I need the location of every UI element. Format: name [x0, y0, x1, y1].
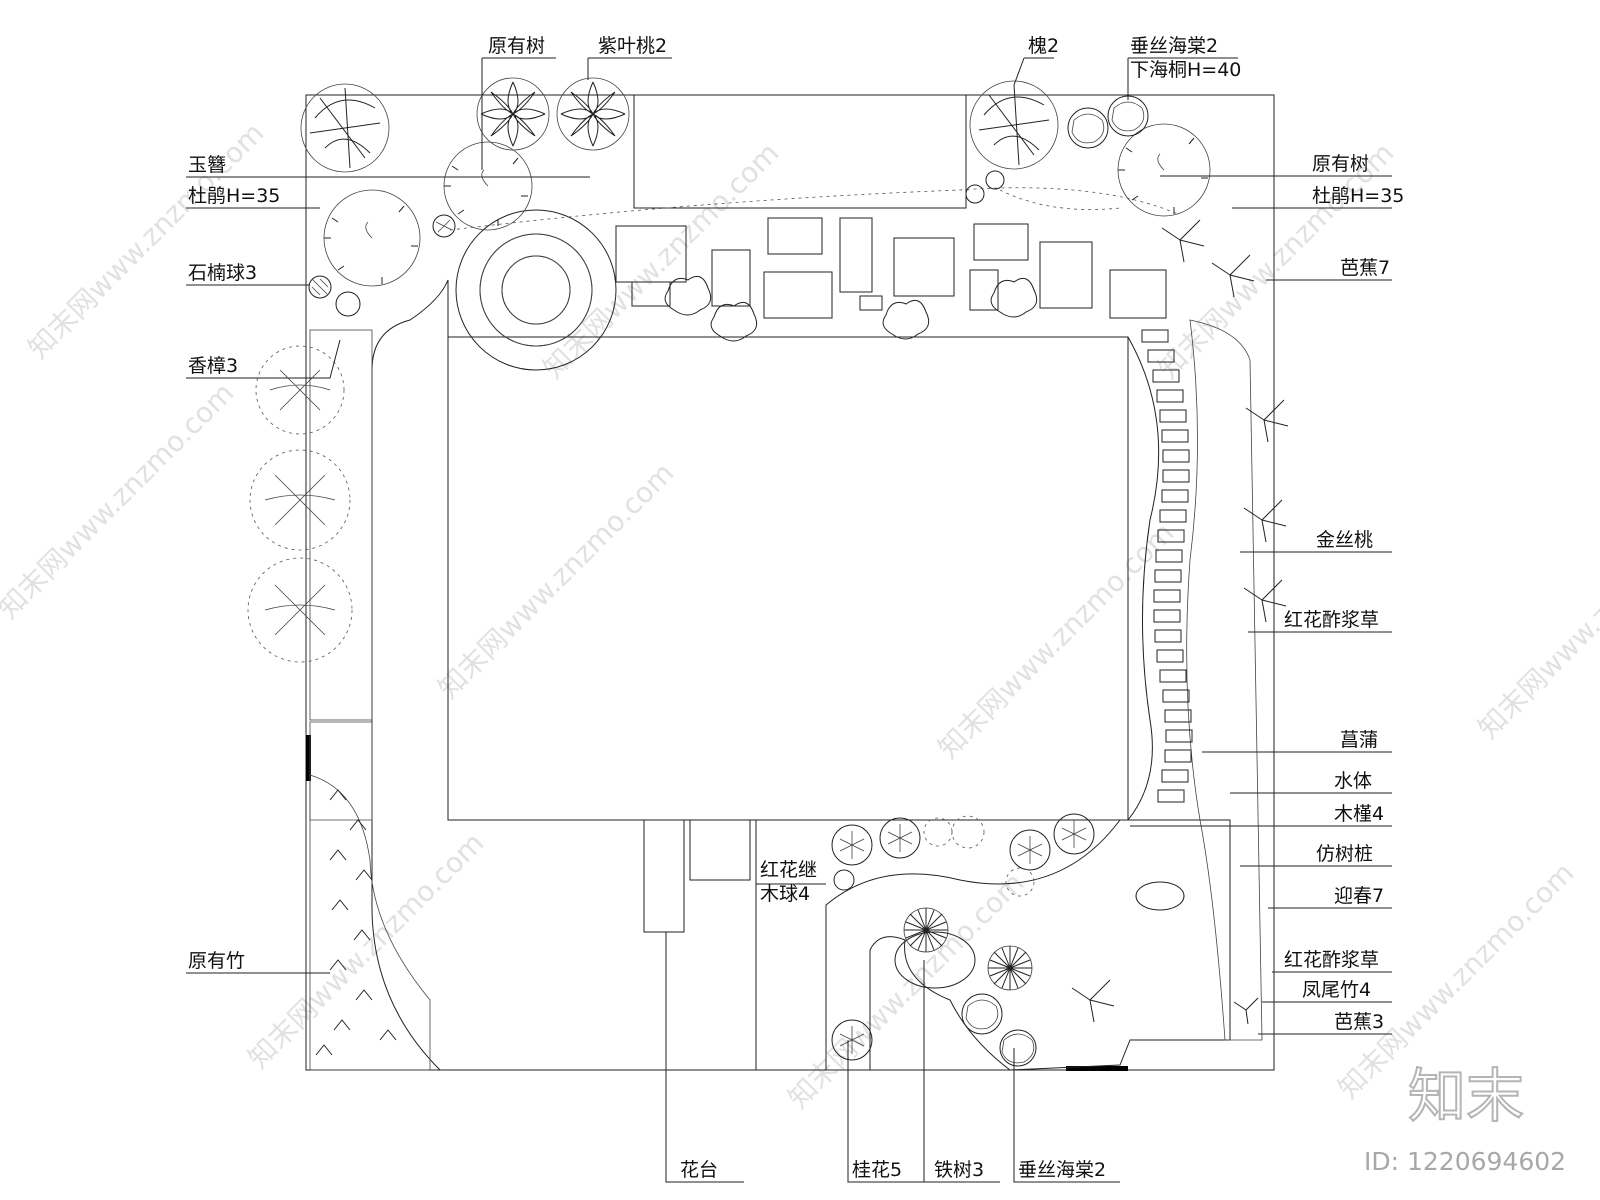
label-yuzan: 玉簪 — [188, 154, 226, 176]
watermark-text: 知末网www.znzmo.com — [782, 866, 1031, 1115]
flagstone-paving-southeast — [825, 819, 1231, 1071]
water-body — [1186, 319, 1263, 1041]
circular-plaza — [455, 209, 617, 371]
path-dashed — [449, 187, 1181, 231]
label-jinsitao: 金丝桃 — [1316, 529, 1373, 551]
label-chuisi-bottom: 垂丝海棠2 — [1018, 1159, 1106, 1181]
shrub-icon — [965, 170, 1005, 204]
label-honghua1: 红花酢浆草 — [1284, 609, 1379, 631]
label-mujin: 木槿4 — [1334, 803, 1384, 825]
tree-icon — [476, 77, 550, 151]
planting-island — [894, 931, 976, 989]
camphor-bed — [309, 329, 373, 721]
tree-symbols — [247, 77, 1289, 1067]
shrub-icon — [999, 1029, 1037, 1067]
shrub-icon — [1107, 95, 1149, 137]
flagstone-paving-west — [371, 279, 757, 1071]
gravel-strip — [1127, 336, 1160, 821]
shrub-icon — [1009, 829, 1051, 871]
label-chuisi-top: 垂丝海棠2 — [1130, 35, 1218, 57]
label-honghuaji-2: 木球4 — [760, 883, 810, 905]
label-bajiao3: 芭蕉3 — [1334, 1011, 1384, 1033]
shrub-icon — [710, 301, 758, 342]
shrub-icon — [432, 214, 456, 238]
site-boundary — [305, 94, 1275, 1071]
label-guihua: 桂花5 — [852, 1159, 902, 1181]
bamboo-icon — [315, 789, 397, 1056]
tree-icon — [300, 83, 390, 173]
watermark-text: 知末网www.znzmo.com — [537, 136, 786, 385]
north-boundary-line — [306, 94, 967, 209]
stepping-slabs — [615, 217, 1167, 319]
label-honghua2: 红花酢浆草 — [1284, 949, 1379, 971]
shrub-icon — [664, 275, 712, 316]
tree-icon — [556, 77, 630, 151]
flower-bed — [643, 819, 685, 933]
watermark-text: 知末网www.znzmo.com — [22, 116, 271, 365]
label-yingchun: 迎春7 — [1334, 885, 1384, 907]
shrub-icon — [879, 817, 921, 859]
label-huai: 槐2 — [1028, 35, 1059, 57]
label-tieshu: 铁树3 — [934, 1159, 984, 1181]
entrance-marker — [1066, 1066, 1128, 1071]
banana-icon — [1071, 219, 1289, 1025]
shrub-icon — [1005, 867, 1035, 897]
label-ziyetao: 紫叶桃2 — [598, 35, 667, 57]
label-huatai: 花台 — [680, 1159, 718, 1181]
label-yuanyoushu-right: 原有树 — [1312, 153, 1369, 175]
label-xiahaitong: 下海桐H=40 — [1130, 59, 1241, 81]
tree-icon — [1117, 123, 1211, 217]
shrub-icon — [1053, 813, 1095, 855]
label-honghuaji-1: 红花继 — [760, 859, 817, 881]
label-yuanyouzhu: 原有竹 — [188, 950, 245, 972]
brand-watermark: 知末 — [1408, 1062, 1524, 1130]
label-fengweizhu: 凤尾竹4 — [1302, 979, 1371, 1001]
shrub-icon — [961, 993, 1003, 1035]
shrub-icon — [831, 824, 873, 866]
path-dashed — [999, 189, 1121, 210]
label-xiangzhang: 香樟3 — [188, 355, 238, 377]
shrub-icon — [882, 299, 930, 340]
watermark-text: 知末网www.znzmo.com — [242, 826, 491, 1075]
label-shinan: 石楠球3 — [188, 262, 257, 284]
tree-icon — [323, 189, 421, 287]
small-pond — [1135, 881, 1185, 911]
leader-lines — [186, 57, 1392, 1183]
shrub-icon — [308, 275, 332, 299]
label-fangshuzhuang: 仿树桩 — [1316, 843, 1373, 865]
label-dujuan-left: 杜鹃H=35 — [188, 185, 280, 207]
watermark-text: 知末网www.znzmo.com — [432, 456, 681, 705]
watermark-text: 知末网www.znzmo.com — [1472, 496, 1600, 745]
tree-icon — [247, 557, 353, 663]
label-bajiao7: 芭蕉7 — [1340, 257, 1390, 279]
flower-bed — [689, 819, 751, 881]
tree-icon — [255, 345, 345, 435]
label-shuiti: 水体 — [1334, 770, 1372, 792]
entrance-marker — [306, 735, 311, 781]
flagstone-paving-entry — [309, 721, 373, 821]
shrub-icon — [1067, 107, 1109, 149]
shrub-icon — [990, 277, 1038, 318]
tree-icon — [969, 80, 1059, 170]
cycad-icon — [987, 945, 1033, 991]
label-changpu: 菖蒲 — [1340, 729, 1378, 751]
shrub-icon — [831, 1019, 873, 1061]
label-dujuan-right: 杜鹃H=35 — [1312, 185, 1404, 207]
label-yuanyoushu-top: 原有树 — [488, 35, 545, 57]
image-id: ID: 1220694602 — [1364, 1147, 1566, 1176]
cycad-icon — [903, 907, 949, 953]
stepping-stones-east — [1141, 329, 1193, 803]
shrub-icon — [335, 291, 361, 317]
tree-icon — [443, 141, 533, 231]
shrub-icon — [833, 869, 855, 891]
tree-icon — [249, 449, 351, 551]
watermark-text: 知末网www.znzmo.com — [0, 376, 240, 625]
plant-labels: 原有树 紫叶桃2 槐2 垂丝海棠2 下海桐H=40 玉簪 杜鹃H=35 石楠球3… — [188, 35, 1404, 1181]
shrub-icon — [923, 815, 985, 849]
central-lawn — [447, 336, 1129, 821]
